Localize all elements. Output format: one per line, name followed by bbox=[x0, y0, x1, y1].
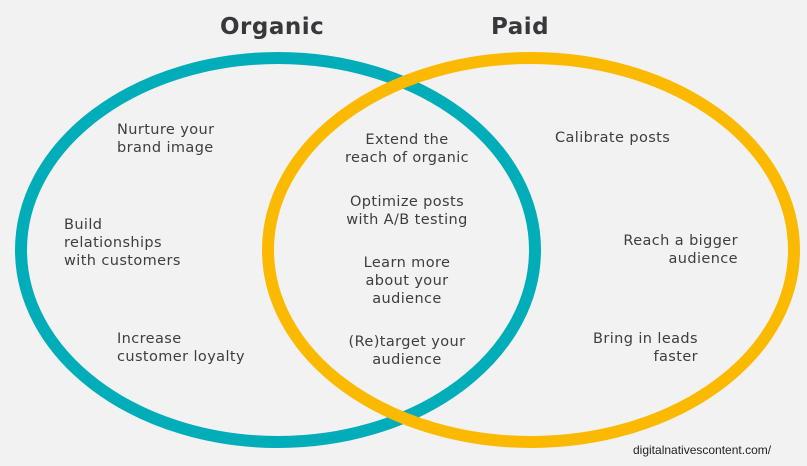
paid-item: Reach a bigger audience bbox=[623, 233, 738, 267]
shared-item: Learn more about your audience bbox=[363, 255, 451, 307]
organic-item: Build relationships with customers bbox=[64, 217, 181, 269]
shared-item: Extend the reach of organic bbox=[344, 132, 470, 166]
organic-item: Increase customer loyalty bbox=[117, 331, 245, 365]
paid-title: Paid bbox=[491, 14, 550, 40]
organic-item: Nurture your brand image bbox=[117, 122, 215, 156]
organic-title: Organic bbox=[220, 14, 325, 40]
shared-item: (Re)target your audience bbox=[348, 334, 466, 368]
paid-circle bbox=[262, 52, 800, 448]
paid-item: Calibrate posts bbox=[555, 130, 671, 146]
shared-item: Optimize posts with A/B testing bbox=[346, 194, 468, 228]
source-credit: digitalnativescontent.com/ bbox=[633, 443, 772, 457]
paid-item: Bring in leads faster bbox=[593, 331, 698, 365]
organic-circle bbox=[15, 52, 541, 448]
